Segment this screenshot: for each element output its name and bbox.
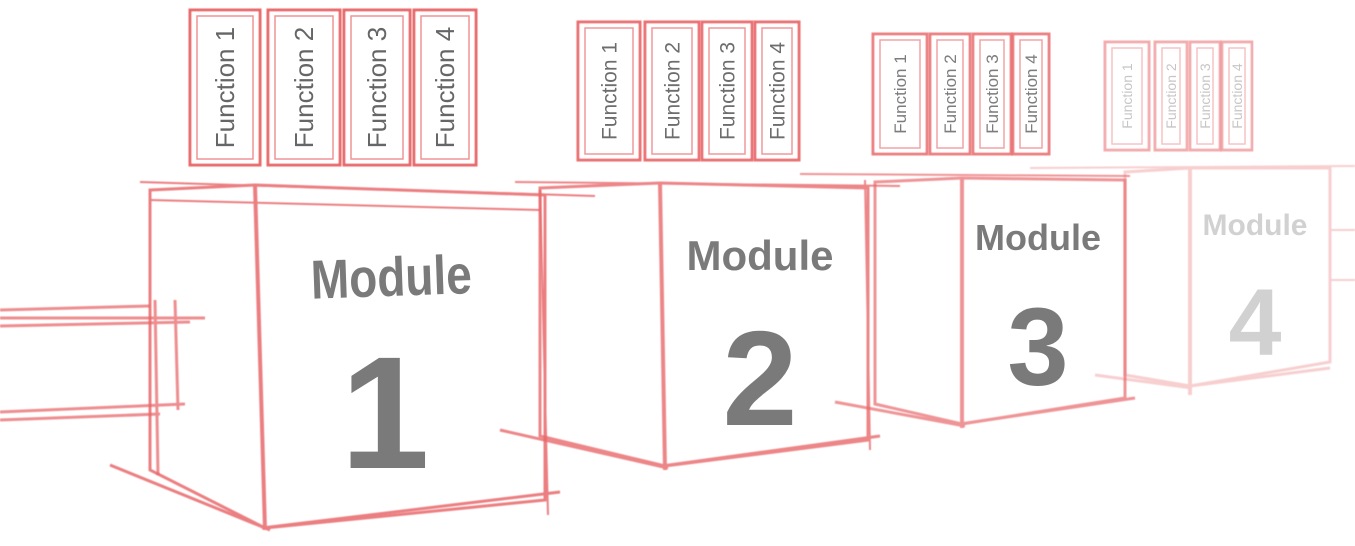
module-4-function-2-card: Function 2 — [1153, 40, 1189, 152]
function-card-inner-frame — [708, 27, 746, 155]
function-card-frame — [643, 20, 701, 162]
module-2-function-4-card: Function 4 — [753, 20, 801, 162]
function-card-inner-frame — [979, 39, 1005, 149]
module-4-function-1-card: Function 1 — [1103, 40, 1151, 152]
module-1-box — [109, 181, 596, 532]
module-4-box — [1029, 165, 1355, 395]
function-card-frame — [576, 20, 642, 162]
function-card-frame — [1220, 40, 1254, 152]
module-2-function-2-card: Function 2 — [643, 20, 701, 162]
module-4-number: 4 — [1229, 270, 1282, 376]
function-label: Function 1 — [210, 27, 240, 148]
left-partial-block — [0, 299, 205, 476]
module-3-function-3-card: Function 3 — [971, 32, 1013, 156]
function-label: Function 2 — [941, 54, 960, 133]
module-4-function-4-card: Function 4 — [1220, 40, 1254, 152]
function-cards-layer: Function 1 Function 2 Function 3 Function 4… — [188, 8, 1254, 167]
module-3-function-4-card: Function 4 — [1011, 32, 1051, 156]
module-2-function-1-card: Function 1 — [576, 20, 642, 162]
function-label: Function 4 — [430, 27, 460, 148]
function-label: Function 4 — [1229, 63, 1245, 129]
function-card-inner-frame — [1019, 39, 1043, 149]
module-4-function-3-card: Function 3 — [1188, 40, 1222, 152]
module-1-function-1-card: Function 1 — [188, 8, 262, 167]
function-label: Function 4 — [1022, 54, 1041, 133]
function-card-inner-frame — [1196, 47, 1214, 145]
module-3-function-2-card: Function 2 — [928, 32, 972, 156]
function-card-inner-frame — [584, 27, 634, 155]
module-1-number: 1 — [341, 323, 430, 502]
function-card-frame — [700, 20, 754, 162]
function-card-inner-frame — [1161, 47, 1181, 145]
function-label: Function 2 — [1163, 63, 1179, 129]
function-card-frame — [342, 8, 412, 167]
module-2-number: 2 — [722, 303, 797, 454]
module-4: Module 4 — [1029, 165, 1355, 395]
module-2: Module 2 — [499, 179, 901, 471]
module-1: Module 1 — [109, 181, 596, 532]
function-label: Function 3 — [1197, 63, 1213, 129]
function-label: Function 1 — [1119, 63, 1135, 129]
module-3: Module 3 — [799, 173, 1136, 428]
function-card-inner-frame — [1111, 47, 1143, 145]
function-card-inner-frame — [196, 15, 254, 160]
function-card-frame — [412, 8, 478, 167]
function-card-frame — [188, 8, 262, 167]
function-label: Function 2 — [289, 27, 319, 148]
function-label: Function 2 — [661, 42, 684, 140]
module-1-function-3-card: Function 3 — [342, 8, 412, 167]
function-card-inner-frame — [651, 27, 693, 155]
function-label: Function 3 — [716, 42, 739, 140]
function-label: Function 3 — [983, 54, 1002, 133]
function-card-frame — [1011, 32, 1051, 156]
module-1-title: Module — [310, 243, 473, 310]
function-card-inner-frame — [350, 15, 404, 160]
function-card-inner-frame — [879, 39, 921, 149]
function-card-frame — [1153, 40, 1189, 152]
function-card-inner-frame — [761, 27, 793, 155]
module-2-title: Module — [687, 232, 834, 279]
function-card-frame — [1188, 40, 1222, 152]
function-card-frame — [1103, 40, 1151, 152]
module-3-box — [799, 173, 1136, 428]
function-card-inner-frame — [936, 39, 964, 149]
function-label: Function 1 — [598, 42, 621, 140]
module-2-function-3-card: Function 3 — [700, 20, 754, 162]
function-card-frame — [266, 8, 342, 167]
function-card-inner-frame — [274, 15, 334, 160]
module-3-number: 3 — [1007, 286, 1068, 409]
module-3-function-1-card: Function 1 — [871, 32, 929, 156]
function-label: Function 3 — [362, 27, 392, 148]
function-card-inner-frame — [420, 15, 470, 160]
function-label: Function 4 — [766, 42, 789, 140]
function-label: Function 1 — [891, 54, 910, 133]
module-3-title: Module — [975, 217, 1101, 258]
module-2-box — [499, 179, 901, 471]
module-4-title: Module — [1203, 209, 1308, 242]
function-card-frame — [871, 32, 929, 156]
function-card-inner-frame — [1228, 47, 1246, 145]
module-1-function-2-card: Function 2 — [266, 8, 342, 167]
module-1-function-4-card: Function 4 — [412, 8, 478, 167]
